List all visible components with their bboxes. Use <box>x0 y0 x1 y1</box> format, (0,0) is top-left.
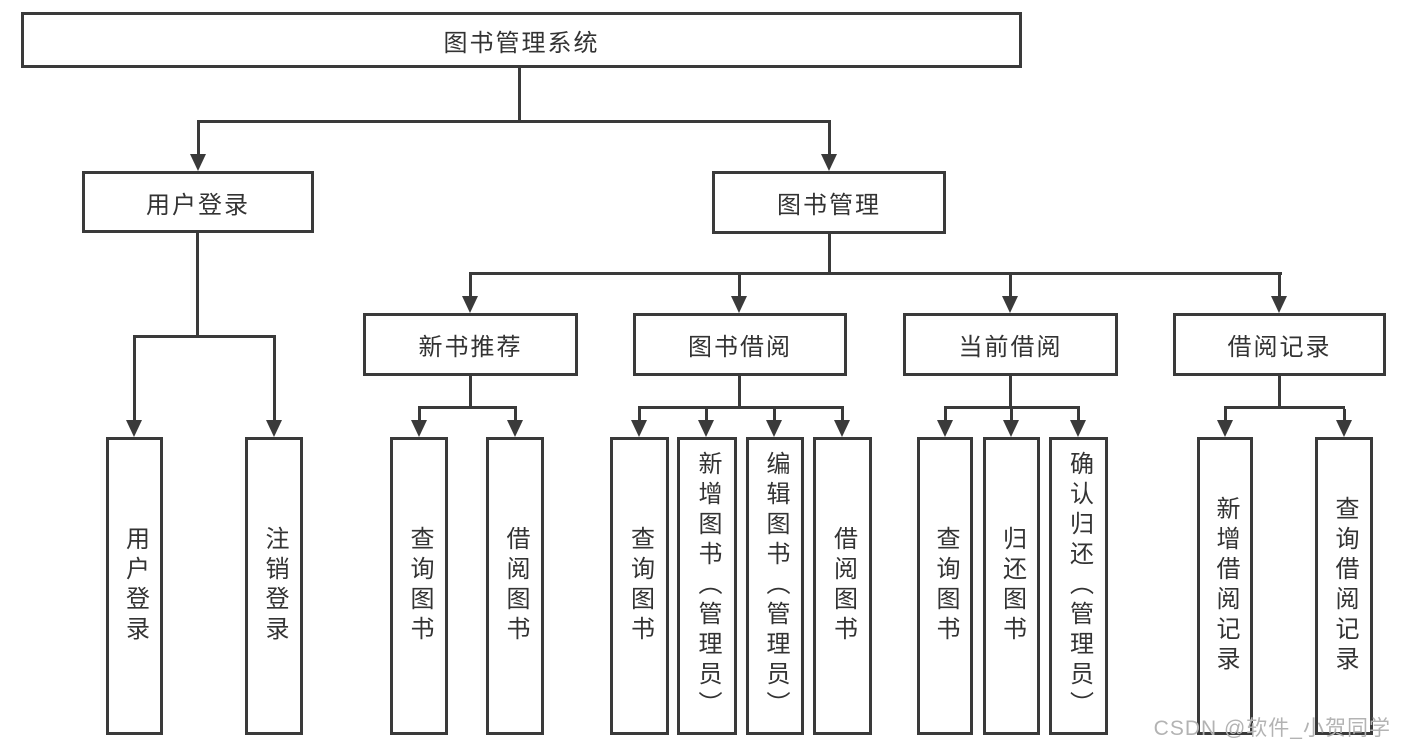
node-bb-add-books-admin-label: 新增图书（管理员） <box>694 451 721 721</box>
node-book-management-label: 图书管理 <box>777 192 881 219</box>
node-br-add-record: 新增借阅记录 <box>1197 437 1253 735</box>
node-cb-query-books: 查询图书 <box>917 437 973 735</box>
node-bb-edit-books-admin: 编辑图书（管理员） <box>746 437 804 735</box>
connector-login-shaft <box>133 338 136 422</box>
node-br-query-record-label: 查询借阅记录 <box>1331 496 1358 676</box>
arrowhead-down-current <box>1002 296 1018 313</box>
node-current-borrow-label: 当前借阅 <box>958 334 1063 361</box>
node-user-login-branch: 用户登录 <box>82 171 314 233</box>
arrowhead-down-logout <box>266 420 282 437</box>
node-new-book-recommend: 新书推荐 <box>363 313 578 376</box>
connector-nb-borrow-shaft <box>514 409 517 423</box>
arrowhead-down-cb-return <box>1003 420 1019 437</box>
connector-root-rail <box>197 120 831 123</box>
node-bb-borrow-books: 借阅图书 <box>813 437 872 735</box>
connector-records-shaft <box>1278 275 1281 299</box>
arrowhead-down-userlogin <box>190 154 206 171</box>
connector-current-rail <box>944 406 1080 409</box>
connector-root-stem <box>518 68 521 121</box>
arrowhead-down-bb-add <box>698 420 714 437</box>
node-current-borrow: 当前借阅 <box>903 313 1118 376</box>
node-nb-borrow-books: 借阅图书 <box>486 437 544 735</box>
connector-userlogin-rail <box>133 335 276 338</box>
connector-cb-return-shaft <box>1010 409 1013 423</box>
connector-cb-confirm-shaft <box>1077 409 1080 423</box>
connector-current-shaft <box>1009 275 1012 299</box>
arrowhead-down-br-add <box>1217 420 1233 437</box>
arrowhead-down-cb-query <box>937 420 953 437</box>
arrowhead-down-nb-query <box>411 420 427 437</box>
node-user-login: 用户登录 <box>106 437 163 735</box>
node-library-system-label: 图书管理系统 <box>443 29 600 57</box>
node-bb-borrow-books-label: 借阅图书 <box>829 526 857 646</box>
connector-br-add-shaft <box>1224 409 1227 423</box>
connector-userlogin-shaft <box>197 123 200 157</box>
node-library-system: 图书管理系统 <box>21 12 1022 68</box>
node-logout: 注销登录 <box>245 437 303 735</box>
connector-bookmgmt-stem <box>828 234 831 274</box>
node-cb-query-books-label: 查询图书 <box>932 526 959 646</box>
node-logout-label: 注销登录 <box>261 526 288 646</box>
node-bb-add-books-admin: 新增图书（管理员） <box>677 437 737 735</box>
connector-newbook-rail <box>418 406 517 409</box>
connector-records-stem <box>1278 376 1281 408</box>
connector-logout-shaft <box>273 338 276 422</box>
connector-bb-add-shaft <box>705 409 708 423</box>
arrowhead-down-cb-confirm <box>1070 420 1086 437</box>
arrowhead-down-borrow <box>731 296 747 313</box>
arrowhead-down-bb-query <box>631 420 647 437</box>
node-cb-confirm-return-admin-label: 确认归还（管理员） <box>1065 451 1093 721</box>
connector-newbook-shaft <box>469 275 472 299</box>
node-cb-return-books-label: 归还图书 <box>998 526 1026 646</box>
node-cb-confirm-return-admin: 确认归还（管理员） <box>1049 437 1108 735</box>
node-user-login-label: 用户登录 <box>121 526 149 646</box>
node-nb-query-books: 查询图书 <box>390 437 448 735</box>
connector-borrow-rail <box>638 406 844 409</box>
node-bb-query-books-label: 查询图书 <box>626 526 654 646</box>
arrowhead-down-br-query <box>1336 420 1352 437</box>
connector-bb-borrow-shaft <box>841 409 844 423</box>
node-nb-borrow-books-label: 借阅图书 <box>502 526 529 646</box>
arrowhead-down-records <box>1271 296 1287 313</box>
connector-userlogin-stem <box>196 233 199 337</box>
arrowhead-down-nb-borrow <box>507 420 523 437</box>
connector-current-stem <box>1009 376 1012 408</box>
csdn-watermark: CSDN @软件_小贺同学 <box>1153 717 1391 740</box>
node-book-borrow: 图书借阅 <box>633 313 847 376</box>
node-user-login-branch-label: 用户登录 <box>146 191 250 219</box>
node-borrow-records: 借阅记录 <box>1173 313 1386 376</box>
arrowhead-down-newbook <box>462 296 478 313</box>
connector-cb-query-shaft <box>944 409 947 423</box>
connector-newbook-stem <box>469 376 472 408</box>
arrowhead-down-login <box>126 420 142 437</box>
arrowhead-down-bb-edit <box>766 420 782 437</box>
connector-br-query-shaft <box>1343 409 1346 423</box>
node-new-book-recommend-label: 新书推荐 <box>418 334 523 361</box>
connector-bookmgmt-rail <box>469 272 1282 275</box>
node-bb-edit-books-admin-label: 编辑图书（管理员） <box>762 451 789 721</box>
connector-bb-edit-shaft <box>773 409 776 423</box>
connector-bb-query-shaft <box>638 409 641 423</box>
node-cb-return-books: 归还图书 <box>983 437 1040 735</box>
node-book-borrow-label: 图书借阅 <box>688 334 792 361</box>
connector-records-rail <box>1224 406 1345 409</box>
node-bb-query-books: 查询图书 <box>610 437 669 735</box>
connector-bookmgmt-shaft <box>828 123 831 157</box>
connector-nb-query-shaft <box>418 409 421 423</box>
connector-borrow-shaft <box>738 275 741 299</box>
connector-borrow-stem <box>738 376 741 408</box>
arrowhead-down-bookmgmt <box>821 154 837 171</box>
node-nb-query-books-label: 查询图书 <box>406 526 433 646</box>
node-book-management: 图书管理 <box>712 171 946 234</box>
node-br-query-record: 查询借阅记录 <box>1315 437 1373 735</box>
arrowhead-down-bb-borrow <box>834 420 850 437</box>
node-br-add-record-label: 新增借阅记录 <box>1212 496 1239 676</box>
node-borrow-records-label: 借阅记录 <box>1227 334 1332 361</box>
